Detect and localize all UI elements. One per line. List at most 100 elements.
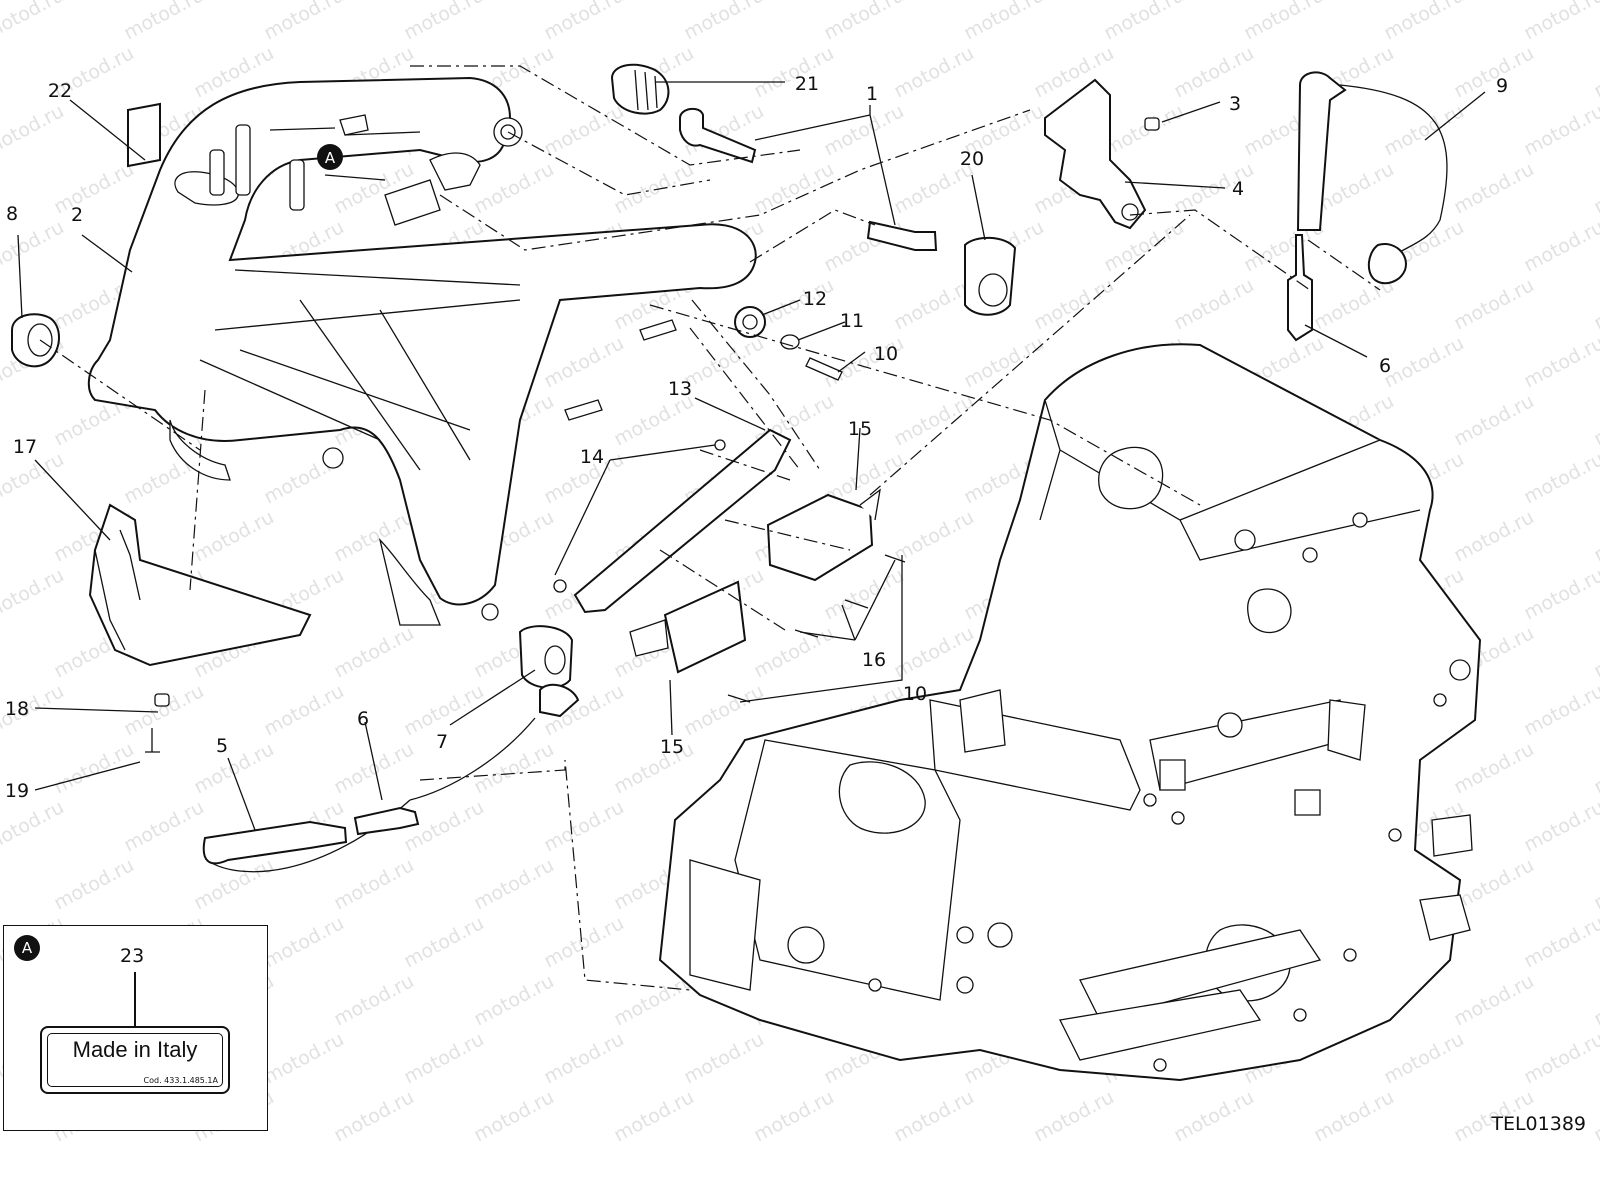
watermark-text: motod.ru bbox=[1590, 42, 1600, 102]
watermark-text: motod.ru bbox=[330, 506, 417, 566]
watermark-text: motod.ru bbox=[50, 158, 137, 218]
watermark-text: motod.ru bbox=[1030, 274, 1117, 334]
callout-15-lower: 15 bbox=[660, 736, 684, 758]
watermark-text: motod.ru bbox=[330, 1086, 417, 1146]
watermark-text: motod.ru bbox=[1520, 912, 1600, 972]
watermark-text: motod.ru bbox=[890, 506, 977, 566]
watermark-text: motod.ru bbox=[680, 680, 767, 740]
callout-8: 8 bbox=[6, 203, 18, 225]
watermark-text: motod.ru bbox=[540, 0, 627, 44]
label-inner-border bbox=[47, 1033, 223, 1087]
watermark-text: motod.ru bbox=[0, 564, 68, 624]
gear-part-12 bbox=[734, 306, 766, 338]
callout-19: 19 bbox=[5, 780, 29, 802]
bracket-part-4 bbox=[1044, 78, 1160, 230]
watermark-text: motod.ru bbox=[890, 390, 977, 450]
watermark-text: motod.ru bbox=[50, 854, 137, 914]
watermark-text: motod.ru bbox=[1590, 970, 1600, 1030]
watermark-text: motod.ru bbox=[1100, 100, 1187, 160]
watermark-text: motod.ru bbox=[330, 622, 417, 682]
grommet-part-21 bbox=[610, 63, 670, 115]
drawing-reference-code: TEL01389 bbox=[1491, 1113, 1586, 1135]
watermark-text: motod.ru bbox=[1450, 158, 1537, 218]
watermark-text: motod.ru bbox=[1520, 796, 1600, 856]
watermark-text: motod.ru bbox=[260, 1028, 347, 1088]
made-in-italy-label: Made in Italy Cod. 433.1.485.1A bbox=[40, 1026, 230, 1094]
watermark-text: motod.ru bbox=[1100, 0, 1187, 44]
watermark-text: motod.ru bbox=[820, 0, 907, 44]
callout-21: 21 bbox=[795, 73, 819, 95]
callout-20: 20 bbox=[960, 148, 984, 170]
callout-23-leader bbox=[134, 972, 136, 1026]
callout-23: 23 bbox=[120, 945, 145, 967]
bolt-part-1-lower bbox=[866, 220, 938, 251]
watermark-text: motod.ru bbox=[680, 332, 767, 392]
watermark-text: motod.ru bbox=[1380, 1028, 1467, 1088]
watermark-text: motod.ru bbox=[820, 564, 907, 624]
watermark-text: motod.ru bbox=[1520, 332, 1600, 392]
grommet-part-20 bbox=[964, 236, 1017, 316]
callout-6-lower: 6 bbox=[357, 708, 369, 730]
svg-text:A: A bbox=[325, 149, 336, 167]
watermark-text: motod.ru bbox=[470, 738, 557, 798]
callout-1: 1 bbox=[866, 83, 878, 105]
callout-9: 9 bbox=[1496, 75, 1508, 97]
watermark-text: motod.ru bbox=[1590, 622, 1600, 682]
watermark-text: motod.ru bbox=[680, 1028, 767, 1088]
label-code: Cod. 433.1.485.1A bbox=[143, 1076, 218, 1085]
spark-plug-cap-part-5 bbox=[202, 683, 580, 873]
callout-11: 11 bbox=[840, 310, 864, 332]
watermark-text: motod.ru bbox=[750, 622, 837, 682]
watermark-text: motod.ru bbox=[260, 680, 347, 740]
watermark-text: motod.ru bbox=[400, 912, 487, 972]
watermark-text: motod.ru bbox=[120, 796, 207, 856]
fasteners-18-19 bbox=[145, 693, 170, 753]
watermark-text: motod.ru bbox=[1310, 1086, 1397, 1146]
spark-plug-cap-part-9 bbox=[1296, 71, 1448, 285]
watermark-text: motod.ru bbox=[1170, 42, 1257, 102]
watermark-text: motod.ru bbox=[960, 0, 1047, 44]
watermark-text: motod.ru bbox=[0, 216, 68, 276]
watermark-text: motod.ru bbox=[470, 1086, 557, 1146]
watermark-text: motod.ru bbox=[1590, 738, 1600, 798]
watermark-text: motod.ru bbox=[1520, 448, 1600, 508]
watermark-text: motod.ru bbox=[540, 796, 627, 856]
callout-16: 16 bbox=[862, 649, 886, 671]
screw-part-10-upper bbox=[805, 357, 843, 381]
spark-plug-part-6-lower bbox=[353, 806, 420, 836]
watermark-text: motod.ru bbox=[1450, 738, 1537, 798]
watermark-text: motod.ru bbox=[1590, 854, 1600, 914]
watermark-text: motod.ru bbox=[1380, 0, 1467, 44]
watermark-text: motod.ru bbox=[610, 1086, 697, 1146]
watermark-text: motod.ru bbox=[0, 100, 68, 160]
watermark-text: motod.ru bbox=[120, 680, 207, 740]
watermark-text: motod.ru bbox=[1590, 158, 1600, 218]
callout-18: 18 bbox=[5, 698, 29, 720]
watermark-text: motod.ru bbox=[330, 970, 417, 1030]
watermark-text: motod.ru bbox=[1590, 274, 1600, 334]
watermark-text: motod.ru bbox=[1170, 158, 1257, 218]
watermark-text: motod.ru bbox=[890, 1086, 977, 1146]
watermark-text: motod.ru bbox=[1520, 564, 1600, 624]
watermark-text: motod.ru bbox=[820, 100, 907, 160]
callout-10-lower: 10 bbox=[903, 683, 927, 705]
watermark-text: motod.ru bbox=[1590, 506, 1600, 566]
watermark-text: motod.ru bbox=[470, 970, 557, 1030]
ignition-coil-part-15-upper bbox=[766, 488, 881, 582]
label-text: Made in Italy bbox=[72, 1037, 198, 1062]
watermark-text: motod.ru bbox=[1520, 216, 1600, 276]
callout-17: 17 bbox=[13, 436, 37, 458]
watermark-text: motod.ru bbox=[1170, 274, 1257, 334]
watermark-text: motod.ru bbox=[0, 796, 68, 856]
inset-marker-a: A bbox=[14, 935, 40, 961]
callout-2: 2 bbox=[71, 204, 83, 226]
grommet-part-7 bbox=[518, 625, 574, 689]
watermark-text: motod.ru bbox=[1450, 506, 1537, 566]
callout-3: 3 bbox=[1229, 93, 1241, 115]
watermark-text: motod.ru bbox=[1030, 1086, 1117, 1146]
watermark-text: motod.ru bbox=[1100, 216, 1187, 276]
callout-14: 14 bbox=[580, 446, 604, 468]
watermark-text: motod.ru bbox=[540, 332, 627, 392]
watermark-text: motod.ru bbox=[1380, 332, 1467, 392]
